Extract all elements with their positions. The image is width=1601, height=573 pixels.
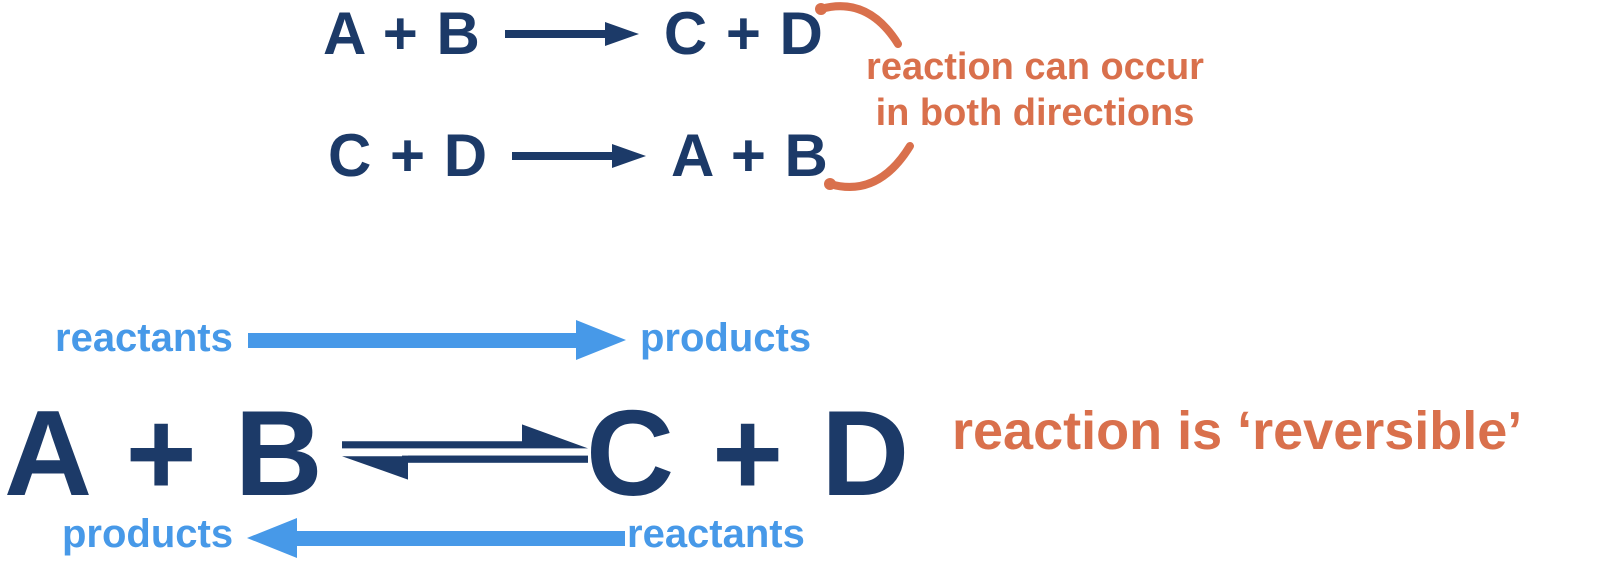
reverse-reactants-label: reactants [627, 512, 805, 556]
forward-thick-arrow-icon [248, 320, 626, 360]
bottom-curve-connector-icon [824, 142, 914, 191]
reversible-annotation: reaction is ‘reversible’ [952, 401, 1523, 461]
reverse-direction-arrow-icon [512, 144, 647, 168]
both-directions-annotation-line1: reaction can occur [866, 46, 1204, 88]
reverse-products-label: products [62, 512, 234, 556]
reverse-equation-products: A + B [671, 122, 829, 189]
equilibrium-arrows-icon [342, 424, 588, 480]
top-curve-connector-icon [815, 2, 902, 48]
reverse-thick-arrow-icon [247, 518, 625, 558]
both-directions-annotation: reaction can occur in both directions [845, 44, 1225, 137]
both-directions-annotation-line2: in both directions [875, 92, 1195, 135]
reverse-equation-reactants: C + D [328, 122, 489, 189]
forward-equation: A + B C + D [323, 4, 824, 64]
forward-reactants-label: reactants [55, 316, 233, 360]
equation-reactants: A + B [4, 385, 325, 521]
forward-arrow-icon [504, 22, 639, 46]
forward-equation-reactants: A + B [323, 0, 481, 67]
forward-products-label: products [640, 316, 812, 360]
forward-equation-products: C + D [663, 0, 824, 67]
equation-products: C + D [586, 385, 912, 521]
reverse-equation: C + D A + B [328, 126, 829, 186]
